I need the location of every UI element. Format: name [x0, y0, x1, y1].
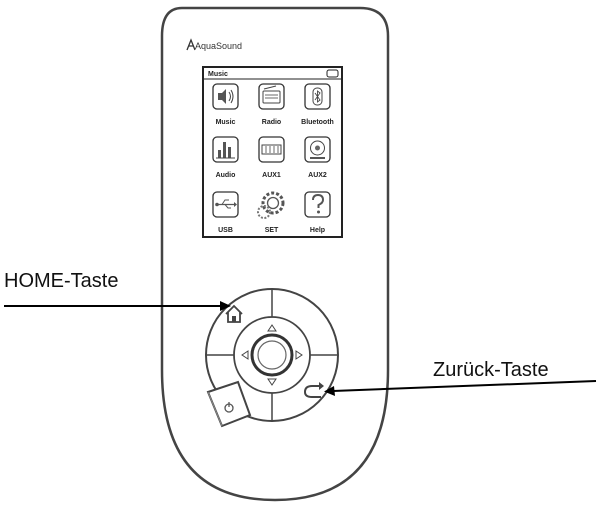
brand-text: AquaSound — [195, 41, 242, 51]
tile-set[interactable]: SET — [257, 191, 285, 234]
home-icon — [225, 304, 243, 323]
dpad-down[interactable] — [267, 378, 277, 386]
tile-aux1[interactable]: AUX1 — [258, 136, 285, 179]
dpad-up[interactable] — [267, 324, 277, 332]
back-button-label: Zurück-Taste — [433, 359, 549, 381]
gear-icon — [257, 191, 285, 219]
equalizer-icon — [216, 142, 235, 159]
question-icon — [312, 193, 325, 214]
back-callout-arrow — [324, 380, 597, 396]
tile-label: Bluetooth — [301, 119, 334, 126]
aux1-icon — [261, 144, 282, 155]
dpad-right[interactable] — [295, 350, 303, 360]
tile-radio[interactable]: Radio — [258, 83, 285, 126]
dpad-left[interactable] — [241, 350, 249, 360]
tile-label: USB — [218, 227, 233, 234]
tile-label: Audio — [216, 172, 236, 179]
back-icon — [303, 382, 324, 398]
speaker-icon — [218, 89, 234, 104]
tile-label: AUX1 — [262, 172, 281, 179]
tile-aux2[interactable]: AUX2 — [304, 136, 331, 179]
power-icon — [224, 402, 234, 413]
tile-label: AUX2 — [308, 172, 327, 179]
battery-icon — [326, 69, 339, 78]
tile-help[interactable]: Help — [304, 191, 331, 234]
brand-logo: AquaSound — [186, 38, 242, 51]
usb-icon — [215, 199, 237, 209]
tile-bluetooth[interactable]: Bluetooth — [301, 83, 334, 126]
tile-audio[interactable]: Audio — [212, 136, 239, 179]
ok-button[interactable] — [250, 333, 294, 377]
power-button[interactable] — [206, 380, 252, 428]
tile-label: Music — [216, 119, 236, 126]
tile-music[interactable]: Music — [212, 83, 239, 126]
tile-label: Radio — [262, 119, 281, 126]
screen-title: Music — [208, 71, 228, 78]
bluetooth-icon — [312, 87, 323, 106]
tile-usb[interactable]: USB — [212, 191, 239, 234]
radio-icon — [262, 85, 281, 104]
home-button-label: HOME-Taste — [4, 270, 119, 292]
tile-label: SET — [265, 227, 279, 234]
tile-label: Help — [310, 227, 325, 234]
home-callout-arrow — [4, 301, 231, 311]
disc-icon — [310, 140, 325, 159]
